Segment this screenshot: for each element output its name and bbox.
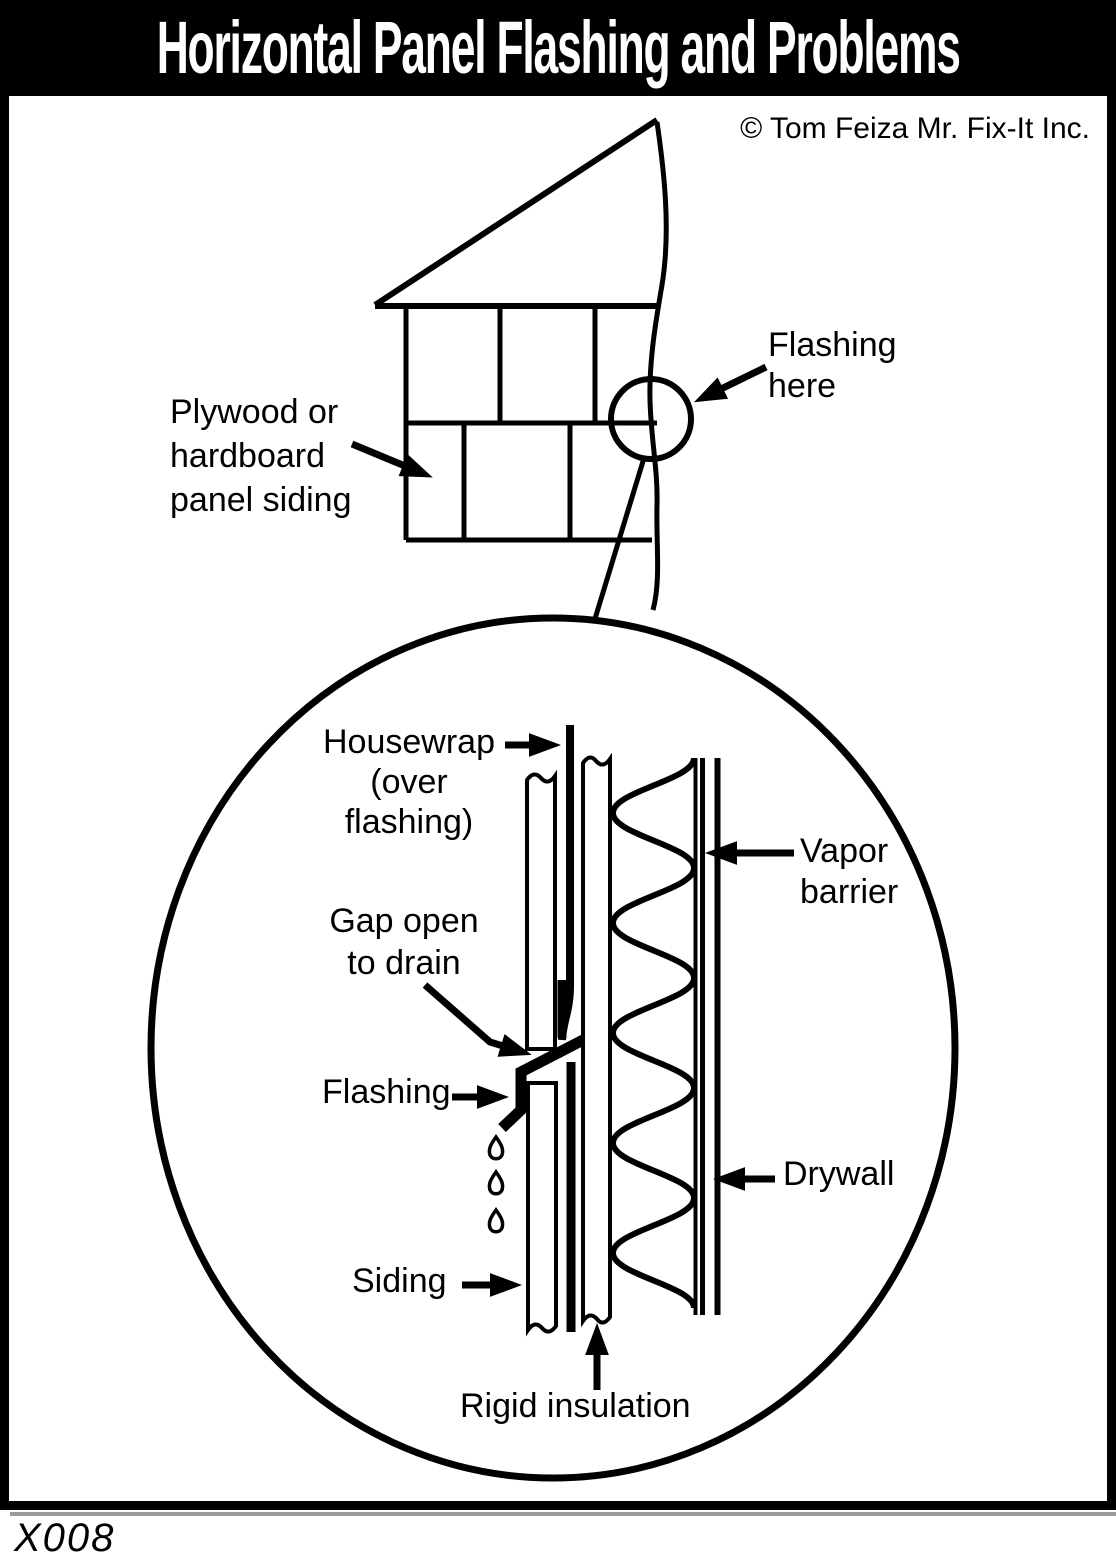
- house-break-edge: [647, 121, 669, 611]
- water-drop-icon: [487, 1133, 505, 1161]
- flashing-here-arrow: [693, 363, 768, 403]
- rigid-insulation-label: Rigid insulation: [460, 1387, 691, 1425]
- water-drop-icon: [487, 1206, 505, 1234]
- housewrap-label: Housewrap (over flashing): [323, 723, 495, 842]
- frame-shadow: [10, 1512, 1116, 1516]
- panel-siding-label: Plywood or hardboard panel siding: [170, 393, 352, 520]
- rigid-insulation-panel: [581, 752, 612, 1328]
- gap-open-label: Gap open to drain: [329, 902, 479, 983]
- siding-panel-lower: [526, 1081, 558, 1337]
- drywall-label: Drywall: [783, 1155, 895, 1193]
- frame-border-bottom: [0, 1501, 1116, 1510]
- siding-panel-upper: [525, 769, 557, 1051]
- copyright-text: © Tom Feiza Mr. Fix-It Inc.: [740, 112, 1090, 145]
- house-diagram: [350, 117, 768, 623]
- panel-siding-arrow: [350, 440, 433, 478]
- page-title: Horizontal Panel Flashing and Problems: [156, 6, 960, 89]
- roof-slope-line: [373, 117, 659, 308]
- flashing-profile: [498, 1034, 588, 1132]
- water-drops: [487, 1133, 505, 1234]
- detail-arrows: [422, 733, 794, 1390]
- vapor-barrier-label: Vapor barrier: [800, 832, 899, 911]
- siding-label: Siding: [352, 1262, 447, 1300]
- flashing-here-label: Flashing here: [768, 326, 897, 405]
- frame-border-left: [0, 0, 9, 1510]
- detail-circle-diagram: [147, 614, 959, 1482]
- frame-border-right: [1107, 0, 1116, 1510]
- batt-insulation-wave: [609, 757, 698, 1309]
- housewrap-line-upper: [558, 725, 574, 1041]
- callout-leader-line: [591, 457, 647, 623]
- flashing-callout-circle: [608, 376, 694, 462]
- figure-id: X008: [14, 1516, 116, 1559]
- gap-arrow: [422, 982, 532, 1057]
- water-drop-icon: [487, 1168, 505, 1196]
- title-bar: Horizontal Panel Flashing and Problems: [0, 0, 1116, 96]
- flashing-label: Flashing: [322, 1073, 451, 1111]
